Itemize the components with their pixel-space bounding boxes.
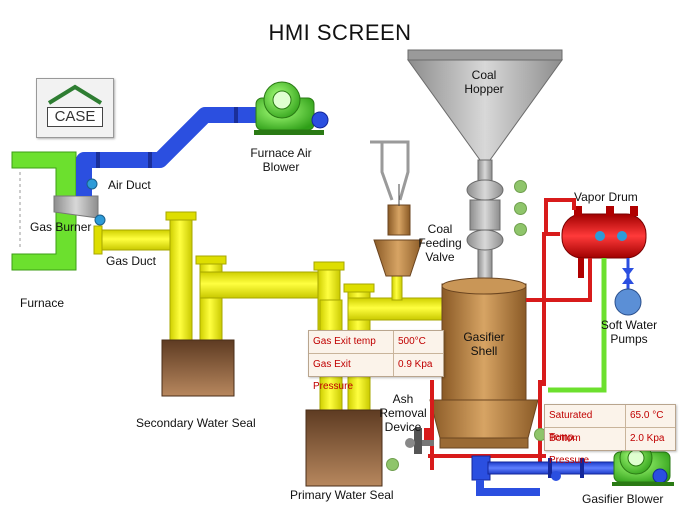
- gas-exit-temp-label: Gas Exit temp: [309, 331, 394, 353]
- saturated-temp-label: Saturated Temp.: [545, 405, 626, 443]
- furnace-air-blower: [254, 81, 329, 135]
- red-pipe-top: [544, 198, 576, 234]
- status-led-2[interactable]: [514, 202, 527, 215]
- gasifier-shell: [429, 277, 539, 449]
- primary-water-seal: [305, 409, 383, 487]
- logo-text: CASE: [47, 107, 103, 127]
- label-gas-duct: Gas Duct: [106, 254, 157, 268]
- soft-water-line: [548, 258, 607, 393]
- gas-exit-temp-row: Gas Exit temp 500°C: [309, 331, 443, 354]
- gas-exit-temp-value: 500°C: [398, 336, 426, 347]
- case-logo: CASE: [36, 78, 114, 138]
- bottom-pressure-label: Bottom Pressure.: [545, 428, 626, 466]
- gas-exit-panel: Gas Exit temp 500°C Gas Exit Pressure 0.…: [308, 330, 444, 392]
- red-pipe-left: [542, 232, 560, 386]
- soft-water-pump: [614, 258, 642, 316]
- gas-duct: [93, 214, 183, 255]
- label-gas-burner: Gas Burner: [30, 220, 92, 234]
- label-vapor-drum: Vapor Drum: [574, 190, 638, 204]
- page-title: HMI SCREEN: [268, 20, 412, 45]
- label-air-duct: Air Duct: [108, 178, 151, 192]
- saturated-temp-value: 65.0 °C: [630, 410, 664, 421]
- saturated-temp-row: Saturated Temp. 65.0 °C: [545, 405, 675, 443]
- red-pipe-out: [526, 258, 592, 302]
- bottom-pressure-value: 2.0 Kpa: [630, 433, 665, 444]
- secondary-water-seal: [161, 339, 235, 397]
- label-furnace: Furnace: [20, 296, 65, 310]
- gas-exit-pressure-row: Gas Exit Pressure 0.9 Kpa: [309, 354, 443, 392]
- coal-feeding-valve: [370, 140, 423, 277]
- bottom-pressure-row: Bottom Pressure. 2.0 Kpa: [545, 428, 675, 466]
- status-led-3[interactable]: [514, 223, 527, 236]
- coal-feed-column: [466, 159, 504, 281]
- status-led-1[interactable]: [514, 180, 527, 193]
- gas-exit-pressure-value: 0.9 Kpa: [398, 359, 433, 370]
- saturated-panel: Saturated Temp. 65.0 °C Bottom Pressure.…: [544, 404, 676, 466]
- coal-hopper: [407, 49, 563, 161]
- label-primary-water-seal: Primary Water Seal: [290, 488, 394, 502]
- ash-removal: [405, 428, 434, 454]
- gas-exit-pressure-label: Gas Exit Pressure: [309, 354, 394, 392]
- label-gasifier-blower: Gasifier Blower: [582, 492, 664, 506]
- status-led-4[interactable]: [386, 458, 399, 471]
- roof-icon: [47, 84, 103, 105]
- gasifier-blower: [471, 441, 674, 496]
- label-secondary-water-seal: Secondary Water Seal: [136, 416, 256, 430]
- air-duct: [76, 107, 256, 196]
